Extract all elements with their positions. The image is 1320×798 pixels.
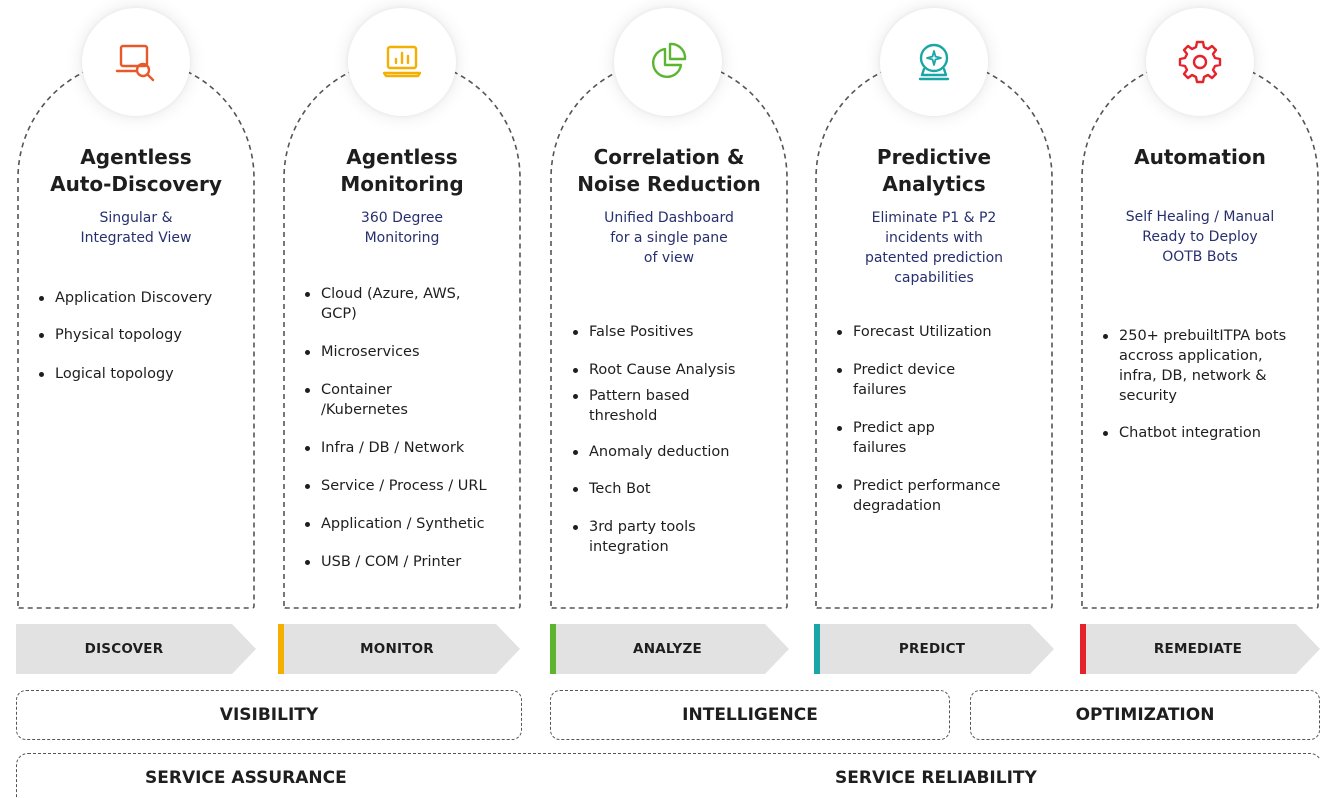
pillar-visibility: VISIBILITY: [16, 690, 522, 740]
card-title: Agentless Auto-Discovery: [50, 145, 222, 196]
predict-icon-badge: [880, 8, 988, 116]
card-remediate: Automation Self Healing / Manual Ready t…: [1080, 144, 1320, 267]
list-item: Infra / DB / Network: [300, 438, 500, 458]
card-title: Correlation & Noise Reduction: [577, 145, 761, 196]
list-item: Anomaly deduction: [568, 442, 768, 462]
card-subtitle: Self Healing / Manual Ready to Deploy OO…: [1125, 209, 1275, 265]
stage-label: ANALYZE: [633, 641, 702, 657]
card-analyze: Correlation & Noise Reduction Unified Da…: [549, 144, 789, 268]
stage-label: MONITOR: [360, 641, 434, 657]
card-predict: Predictive Analytics Eliminate P1 & P2 i…: [814, 144, 1054, 288]
stage-label: DISCOVER: [84, 641, 164, 657]
band-label-service-assurance: SERVICE ASSURANCE: [145, 768, 347, 788]
list-item: Predict device failures: [832, 360, 962, 400]
list-item: Forecast Utilization: [832, 322, 1037, 342]
discover-icon-badge: [82, 8, 190, 116]
card-monitor: Agentless Monitoring 360 Degree Monitori…: [282, 144, 522, 248]
list-item: Application / Synthetic: [300, 514, 500, 534]
analyze-icon-badge: [614, 8, 722, 116]
laptop-search-icon: [115, 44, 155, 82]
stage-predict: PREDICT: [814, 624, 1054, 674]
stage-remediate: REMEDIATE: [1080, 624, 1320, 674]
list-item: Cloud (Azure, AWS, GCP): [300, 284, 500, 324]
list-item: Container /Kubernetes: [300, 380, 410, 420]
stage-monitor: MONITOR: [278, 624, 520, 674]
list-item: 250+ prebuiltITPA bots accross applicati…: [1098, 326, 1303, 406]
list-item: Logical topology: [34, 364, 270, 384]
card-subtitle: Singular & Integrated View: [80, 210, 192, 246]
card-discover: Agentless Auto-Discovery Singular & Inte…: [16, 144, 256, 248]
list-item: Microservices: [300, 342, 500, 362]
band-label-service-reliability: SERVICE RELIABILITY: [835, 768, 1037, 788]
crystal-ball-icon: [918, 43, 950, 81]
pie-chart-icon: [652, 42, 687, 78]
monitor-icon-badge: [348, 8, 456, 116]
pillar-intelligence: INTELLIGENCE: [550, 690, 950, 740]
feature-list: Forecast Utilization Predict device fail…: [832, 322, 1037, 516]
stage-discover: DISCOVER: [16, 624, 256, 674]
list-item: 3rd party tools integration: [568, 517, 728, 557]
remediate-icon-badge: [1146, 8, 1254, 116]
list-item: Chatbot integration: [1098, 423, 1303, 443]
list-item: Physical topology: [34, 325, 270, 345]
card-title: Automation: [1134, 145, 1266, 169]
stage-arrow: [550, 624, 789, 674]
service-band: SERVICE ASSURANCE SERVICE RELIABILITY: [16, 753, 1320, 798]
stage-accent-bar: [278, 624, 284, 674]
list-item: Application Discovery: [34, 288, 270, 308]
feature-list: Application Discovery Physical topology …: [34, 288, 270, 384]
list-item: Pattern based threshold: [568, 386, 718, 426]
stage-arrow: [814, 624, 1054, 674]
stage-arrow: [278, 624, 520, 674]
list-item: Tech Bot: [568, 479, 768, 499]
stage-arrow: [16, 624, 256, 674]
stage-analyze: ANALYZE: [550, 624, 789, 674]
list-item: Predict app failures: [832, 418, 952, 458]
stage-accent-bar: [550, 624, 556, 674]
list-item: Service / Process / URL: [300, 476, 500, 496]
gear-icon: [1178, 40, 1222, 84]
card-subtitle: Unified Dashboard for a single pane of v…: [604, 210, 734, 266]
list-item: Root Cause Analysis: [568, 360, 768, 380]
list-item: Predict performance degradation: [832, 476, 1037, 516]
stage-accent-bar: [814, 624, 820, 674]
card-subtitle: Eliminate P1 & P2 incidents with patente…: [864, 210, 1004, 286]
list-item: False Positives: [568, 322, 768, 342]
pillar-label: INTELLIGENCE: [682, 705, 818, 725]
feature-list: Cloud (Azure, AWS, GCP) Microservices Co…: [300, 284, 500, 572]
feature-list: False Positives Root Cause Analysis Patt…: [568, 322, 768, 557]
pillar-label: VISIBILITY: [219, 705, 319, 725]
stage-label: PREDICT: [898, 641, 966, 657]
stage-arrow: [1080, 624, 1320, 674]
monitor-chart-icon: [382, 45, 422, 78]
pillar-optimization: OPTIMIZATION: [970, 690, 1320, 740]
stage-accent-bar: [1080, 624, 1086, 674]
feature-list: 250+ prebuiltITPA bots accross applicati…: [1098, 326, 1303, 443]
pillar-label: OPTIMIZATION: [1075, 705, 1215, 725]
list-item: USB / COM / Printer: [300, 552, 500, 572]
card-title: Predictive Analytics: [876, 145, 992, 196]
stage-label: REMEDIATE: [1153, 641, 1243, 657]
card-title: Agentless Monitoring: [340, 145, 464, 196]
card-subtitle: 360 Degree Monitoring: [360, 210, 444, 246]
